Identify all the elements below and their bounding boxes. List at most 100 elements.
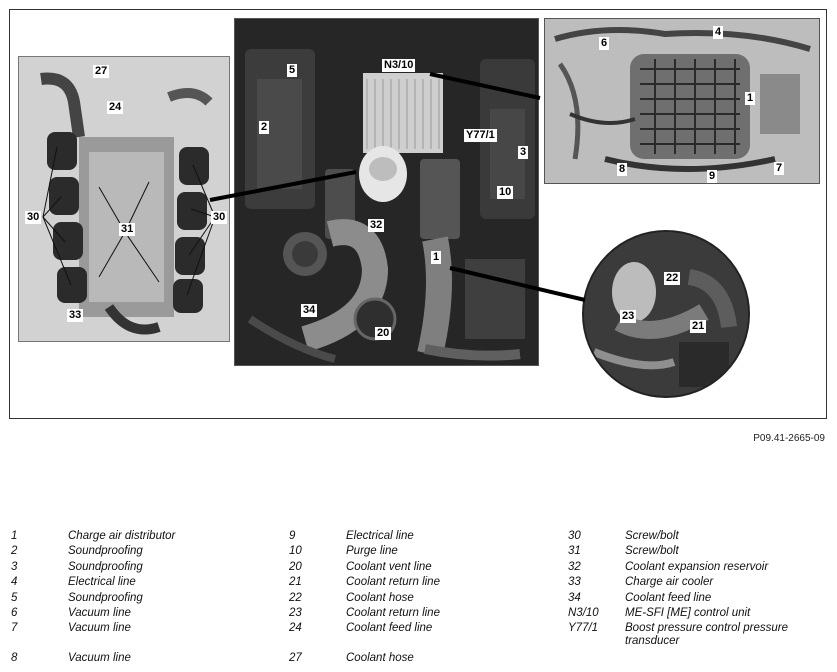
legend-item: 7 Vacuum line bbox=[11, 622, 281, 637]
legend-text: Vacuum line bbox=[68, 622, 131, 635]
legend-number: 23 bbox=[289, 606, 302, 619]
legend-number: 32 bbox=[568, 560, 581, 573]
legend-item: 10 Purge line bbox=[289, 545, 559, 560]
callout-27: 27 bbox=[93, 65, 110, 78]
callout-30-right: 30 bbox=[211, 211, 228, 224]
legend-item: 27 Coolant hose bbox=[289, 652, 559, 667]
legend-item: 4 Electrical line bbox=[11, 576, 281, 591]
engine-bay-photo: 5 N3/10 2 Y77/1 3 10 32 1 34 20 bbox=[234, 18, 539, 366]
callout-32: 32 bbox=[368, 219, 385, 232]
callout-4: 4 bbox=[713, 26, 724, 39]
figure-frame: 5 N3/10 2 Y77/1 3 10 32 1 34 20 bbox=[9, 9, 827, 419]
callout-3: 3 bbox=[518, 146, 529, 159]
legend-text: Vacuum line bbox=[68, 651, 131, 664]
legend-number: 30 bbox=[568, 530, 581, 542]
legend-text: Soundproofing bbox=[68, 545, 143, 558]
legend-number: 10 bbox=[289, 545, 302, 558]
legend-item: 20 Coolant vent line bbox=[289, 561, 559, 576]
callout-20: 20 bbox=[375, 327, 392, 340]
legend-number: 22 bbox=[289, 591, 302, 604]
legend-text: Electrical line bbox=[68, 576, 136, 589]
callout-6: 6 bbox=[599, 37, 610, 50]
callout-30-left: 30 bbox=[25, 211, 42, 224]
legend-number: 2 bbox=[11, 545, 18, 558]
legend-item: 5 Soundproofing bbox=[11, 592, 281, 607]
legend-number: 5 bbox=[11, 591, 18, 604]
legend-text: ME-SFI [ME] control unit bbox=[625, 606, 751, 619]
legend-number: 34 bbox=[568, 591, 581, 604]
legend-item: 22 Coolant hose bbox=[289, 592, 559, 607]
charge-air-distributor-illustration bbox=[545, 19, 819, 183]
legend-item: 33 Charge air cooler bbox=[568, 576, 828, 591]
legend-text: Screw/bolt bbox=[625, 530, 679, 542]
legend-text: Coolant return line bbox=[346, 576, 440, 589]
legend-text: Vacuum line bbox=[68, 606, 131, 619]
legend-number: Y77/1 bbox=[568, 622, 599, 635]
legend-item: 23 Coolant return line bbox=[289, 607, 559, 622]
legend-number: 7 bbox=[11, 622, 18, 635]
legend-text: Coolant vent line bbox=[346, 560, 432, 573]
legend-item: 24 Coolant feed line bbox=[289, 622, 559, 637]
callout-8: 8 bbox=[617, 163, 628, 176]
legend-item: 32 Coolant expansion reservoir bbox=[568, 561, 828, 576]
callout-10: 10 bbox=[497, 186, 514, 199]
intake-manifold-photo: 27 24 30 31 30 33 bbox=[18, 56, 230, 342]
callout-23: 23 bbox=[620, 310, 637, 323]
callout-22: 22 bbox=[664, 272, 681, 285]
callout-33: 33 bbox=[67, 309, 84, 322]
legend-number: 4 bbox=[11, 576, 18, 589]
callout-24: 24 bbox=[107, 101, 124, 114]
legend-item: 9 Electrical line bbox=[289, 530, 559, 545]
legend-item: 34 Coolant feed line bbox=[568, 592, 828, 607]
legend-text: Boost pressure control pressure transduc… bbox=[625, 622, 788, 647]
callout-5: 5 bbox=[287, 64, 298, 77]
callout-y77-1: Y77/1 bbox=[464, 129, 497, 142]
legend-text: Screw/bolt bbox=[625, 545, 679, 558]
legend-number: 27 bbox=[289, 651, 302, 664]
legend-text: Soundproofing bbox=[68, 591, 143, 604]
legend-number: 31 bbox=[568, 545, 581, 558]
legend-item: 6 Vacuum line bbox=[11, 607, 281, 622]
legend-text: Electrical line bbox=[346, 530, 414, 542]
legend-item: N3/10 ME-SFI [ME] control unit bbox=[568, 607, 828, 622]
legend-number: 20 bbox=[289, 560, 302, 573]
legend-text: Charge air distributor bbox=[68, 530, 176, 542]
legend-number: 6 bbox=[11, 606, 18, 619]
legend-number: 3 bbox=[11, 560, 18, 573]
legend-number: 24 bbox=[289, 622, 302, 635]
callout-1-detail: 1 bbox=[745, 92, 756, 105]
callout-7: 7 bbox=[774, 162, 785, 175]
legend-text: Coolant feed line bbox=[625, 591, 712, 604]
coolant-lines-detail-photo: 22 23 21 bbox=[582, 230, 750, 398]
intake-manifold-illustration bbox=[19, 57, 229, 341]
legend-text: Coolant feed line bbox=[346, 622, 433, 635]
callout-21: 21 bbox=[690, 320, 707, 333]
legend-item: 21 Coolant return line bbox=[289, 576, 559, 591]
charge-air-distributor-photo: 6 4 1 8 9 7 bbox=[544, 18, 820, 184]
legend-number: 9 bbox=[289, 530, 296, 542]
coolant-lines-illustration bbox=[584, 232, 748, 396]
legend-text: Charge air cooler bbox=[625, 576, 714, 589]
legend-number: 21 bbox=[289, 576, 302, 589]
legend-number: N3/10 bbox=[568, 606, 599, 619]
figure-code: P09.41-2665-09 bbox=[753, 433, 825, 444]
legend-item: 30 Screw/bolt bbox=[568, 530, 828, 545]
legend-text: Coolant hose bbox=[346, 591, 414, 604]
callout-31: 31 bbox=[119, 223, 136, 236]
legend-text: Purge line bbox=[346, 545, 398, 558]
callout-34: 34 bbox=[301, 304, 318, 317]
legend-text: Coolant hose bbox=[346, 651, 414, 664]
callout-2: 2 bbox=[259, 121, 270, 134]
callout-9: 9 bbox=[707, 170, 718, 183]
legend-text: Coolant return line bbox=[346, 606, 440, 619]
callout-n3-10: N3/10 bbox=[382, 59, 416, 72]
legend-number: 1 bbox=[11, 530, 18, 542]
legend-text: Coolant expansion reservoir bbox=[625, 560, 769, 573]
legend-number: 33 bbox=[568, 576, 581, 589]
legend-item: 31 Screw/bolt bbox=[568, 545, 828, 560]
legend-item: 1 Charge air distributor bbox=[11, 530, 281, 545]
